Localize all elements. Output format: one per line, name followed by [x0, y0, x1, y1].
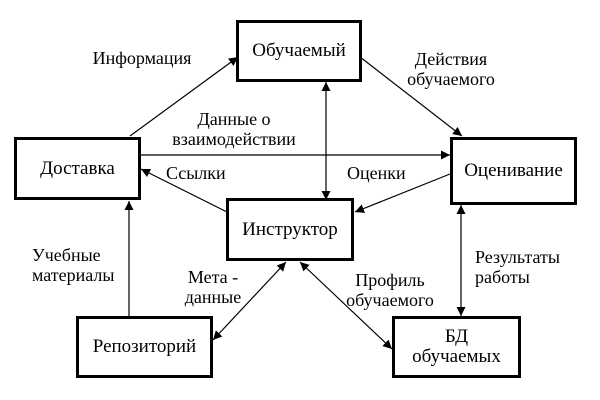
node-assessment-label: Оценивание — [464, 160, 563, 181]
node-delivery: Доставка — [14, 137, 141, 200]
node-repository-label: Репозиторий — [92, 336, 197, 357]
edge-instructor-to-delivery — [140, 168, 228, 213]
label-links: Ссылки — [166, 163, 226, 183]
node-learner-db: БД обучаемых — [392, 316, 521, 378]
label-information: Информация — [92, 48, 192, 68]
label-grades: Оценки — [347, 163, 406, 183]
node-delivery-label: Доставка — [40, 157, 115, 179]
edge-learner-to-assessment — [359, 56, 463, 137]
label-learner-profile: Профиль обучаемого — [346, 270, 434, 310]
node-instructor-label: Инструктор — [242, 218, 338, 240]
node-repository: Репозиторий — [76, 316, 213, 378]
label-interaction-data: Данные о взаимодействии — [172, 109, 296, 149]
node-instructor: Инструктор — [226, 198, 354, 261]
edge-assessment-to-instructor — [354, 173, 451, 213]
label-work-results: Результаты работы — [475, 247, 560, 287]
node-learner-db-label: БД обучаемых — [412, 326, 501, 367]
node-learner: Обучаемый — [236, 20, 362, 82]
edge-delivery-to-learner — [129, 56, 239, 137]
node-assessment: Оценивание — [450, 137, 577, 205]
label-metadata: Мета - данные — [184, 267, 242, 307]
label-learner-actions: Действия обучаемого — [407, 49, 495, 89]
edge-repository-instructor — [212, 261, 287, 341]
edge-instructor-learnerdb — [299, 261, 393, 350]
node-learner-label: Обучаемый — [252, 40, 346, 61]
label-learning-materials: Учебные материалы — [32, 245, 115, 285]
